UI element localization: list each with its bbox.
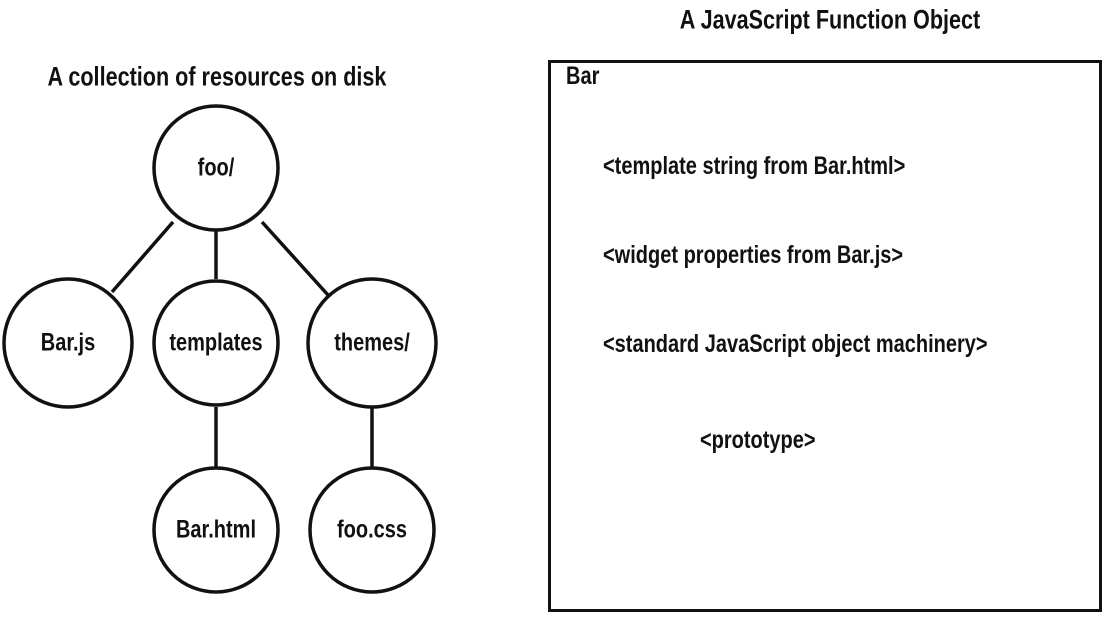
node-barjs bbox=[2, 277, 134, 409]
box-line-template: <template string from Bar.html> bbox=[603, 152, 906, 180]
box-line-widget: <widget properties from Bar.js> bbox=[603, 241, 904, 269]
right-title: A JavaScript Function Object bbox=[679, 4, 981, 35]
edge-foo-barjs bbox=[110, 220, 175, 294]
edge-foo-themes bbox=[260, 220, 330, 297]
box-label: Bar bbox=[566, 62, 600, 90]
node-foo bbox=[152, 104, 280, 232]
node-foocss bbox=[308, 466, 436, 594]
node-barhtml bbox=[152, 466, 280, 594]
box-line-machinery: <standard JavaScript object machinery> bbox=[603, 330, 988, 358]
node-label-barhtml: Bar.html bbox=[175, 515, 257, 544]
function-object-box bbox=[548, 60, 1102, 612]
node-templates bbox=[152, 279, 280, 407]
node-label-templates: templates bbox=[169, 328, 263, 357]
node-label-barjs: Bar.js bbox=[40, 328, 96, 357]
node-label-foo: foo/ bbox=[197, 153, 235, 182]
left-title: A collection of resources on disk bbox=[47, 61, 387, 92]
node-themes bbox=[306, 277, 438, 409]
node-label-themes: themes/ bbox=[334, 328, 410, 357]
node-label-foocss: foo.css bbox=[336, 515, 408, 544]
box-line-prototype: <prototype> bbox=[700, 426, 816, 454]
